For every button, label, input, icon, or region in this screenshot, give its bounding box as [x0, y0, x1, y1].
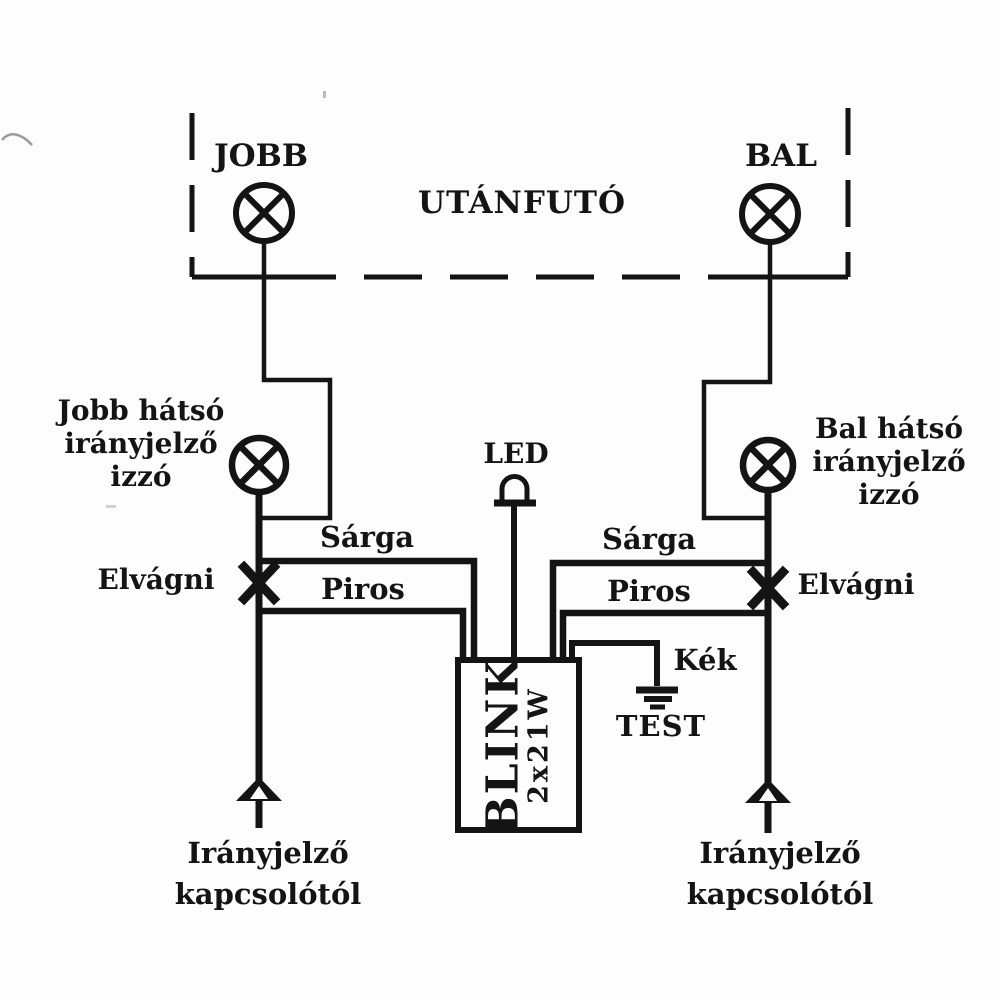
ground-symbol — [569, 640, 678, 710]
wire-label-yellow-left: Sárga — [319, 520, 415, 554]
cut-label-left: Elvágni — [97, 563, 215, 596]
trailer-lamp-left-label: BAL — [744, 138, 818, 174]
trailer-lamp-right-label: JOBB — [213, 138, 309, 174]
led-label: LED — [483, 437, 549, 470]
wire-label-red-right: Piros — [607, 574, 691, 608]
lamp-trailer-left — [739, 183, 801, 245]
lamp-rear-right — [228, 434, 290, 496]
cut-label-right: Elvágni — [797, 568, 915, 601]
relay-feed-wires — [259, 557, 768, 660]
arrow-from-switch-right — [745, 779, 791, 803]
lamp-rear-left — [739, 436, 797, 494]
main-vertical-wires — [255, 490, 772, 833]
cut-mark-right — [746, 565, 790, 611]
scan-artifacts — [1, 91, 326, 508]
wire-label-yellow-right: Sárga — [601, 522, 697, 556]
wire-label-blue: Kék — [673, 643, 737, 677]
trailer-lamp-wires — [259, 241, 773, 521]
trailer-label: UTÁNFUTÓ — [418, 185, 626, 221]
rear-lamp-right-label: Jobb hátsó irányjelző izzó — [57, 394, 225, 493]
ground-label: TEST — [615, 709, 707, 743]
relay-box — [455, 657, 582, 833]
rear-lamp-left-label: Bal hátsó irányjelző izzó — [812, 412, 966, 511]
arrow-from-switch-left — [236, 777, 282, 801]
wire-label-red-left: Piros — [321, 572, 405, 606]
led-symbol — [494, 474, 536, 660]
source-label-left: Irányjelző kapcsolótól — [174, 836, 362, 911]
lamp-trailer-right — [233, 182, 295, 244]
source-label-right: Irányjelző kapcsolótól — [686, 836, 874, 911]
cut-mark-left — [237, 560, 281, 606]
